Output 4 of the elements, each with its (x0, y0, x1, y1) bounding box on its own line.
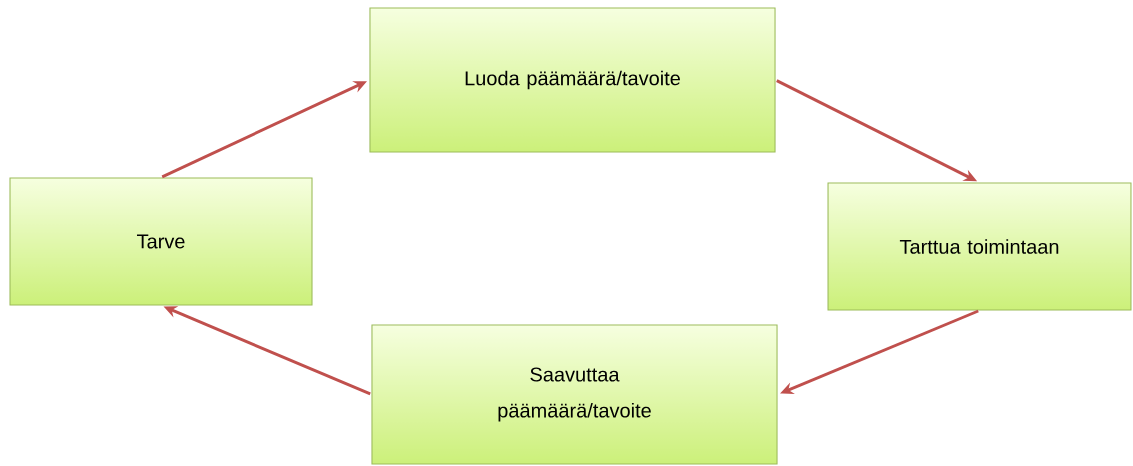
process-box: Tarve (9, 177, 313, 306)
process-box: Saavuttaa päämäärä/tavoite (371, 324, 778, 465)
process-box: Luoda päämäärä/tavoite (369, 7, 776, 153)
process-box: Tarttua toimintaan (827, 182, 1132, 311)
